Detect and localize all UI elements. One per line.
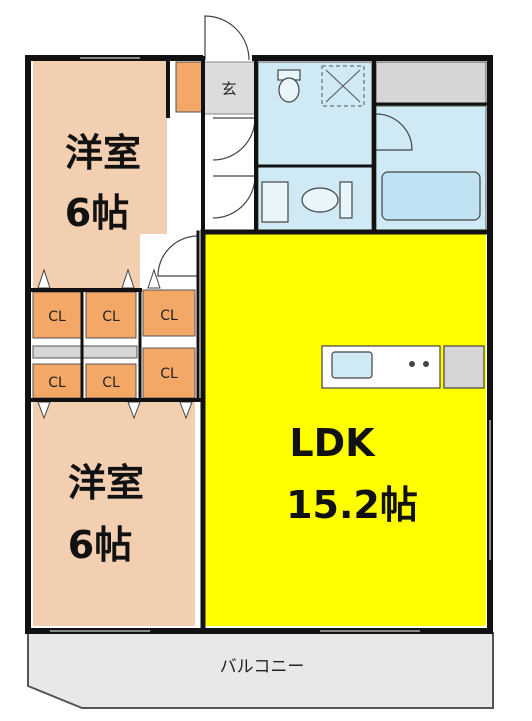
washing-machine-icon	[321, 65, 365, 107]
balcony-label: バルコニー	[220, 657, 305, 677]
refrigerator-space	[443, 345, 485, 389]
western-room-bottom-size: 6帖	[68, 523, 132, 567]
closet-divider-shelf	[32, 345, 138, 359]
western-room-bottom	[33, 402, 195, 626]
svg-text:CL: CL	[48, 375, 66, 391]
closet-2: CL	[85, 291, 137, 339]
toilet-icon-2	[301, 181, 353, 219]
svg-text:CL: CL	[48, 309, 66, 325]
svg-text:CL: CL	[102, 375, 120, 391]
closet-door-markers	[37, 268, 193, 420]
western-room-bottom-name: 洋室	[68, 461, 144, 505]
toilet-icon	[277, 69, 301, 103]
toilet-room	[257, 61, 373, 167]
western-room-top-size: 6帖	[65, 191, 129, 235]
kitchen-sink-icon	[331, 351, 373, 379]
windows	[50, 57, 491, 632]
ldk-name: LDK	[289, 421, 376, 465]
western-room-top-name: 洋室	[65, 131, 141, 175]
stove-icon	[409, 361, 429, 367]
ldk-room	[204, 234, 486, 626]
closet-6: CL	[142, 347, 196, 399]
svg-text:CL: CL	[102, 309, 120, 325]
storage-top-right	[375, 61, 487, 105]
washbasin-icon	[261, 181, 289, 223]
closet-4: CL	[32, 363, 82, 399]
svg-text:CL: CL	[160, 366, 178, 382]
bathtub-icon	[381, 171, 481, 221]
closet-1: CL	[32, 291, 82, 339]
ldk-size: 15.2帖	[286, 483, 418, 527]
svg-text:CL: CL	[160, 308, 178, 324]
shoe-cabinet	[175, 61, 203, 113]
closet-5: CL	[85, 363, 137, 399]
closet-3: CL	[142, 289, 196, 337]
entrance-label: 玄	[221, 80, 236, 98]
